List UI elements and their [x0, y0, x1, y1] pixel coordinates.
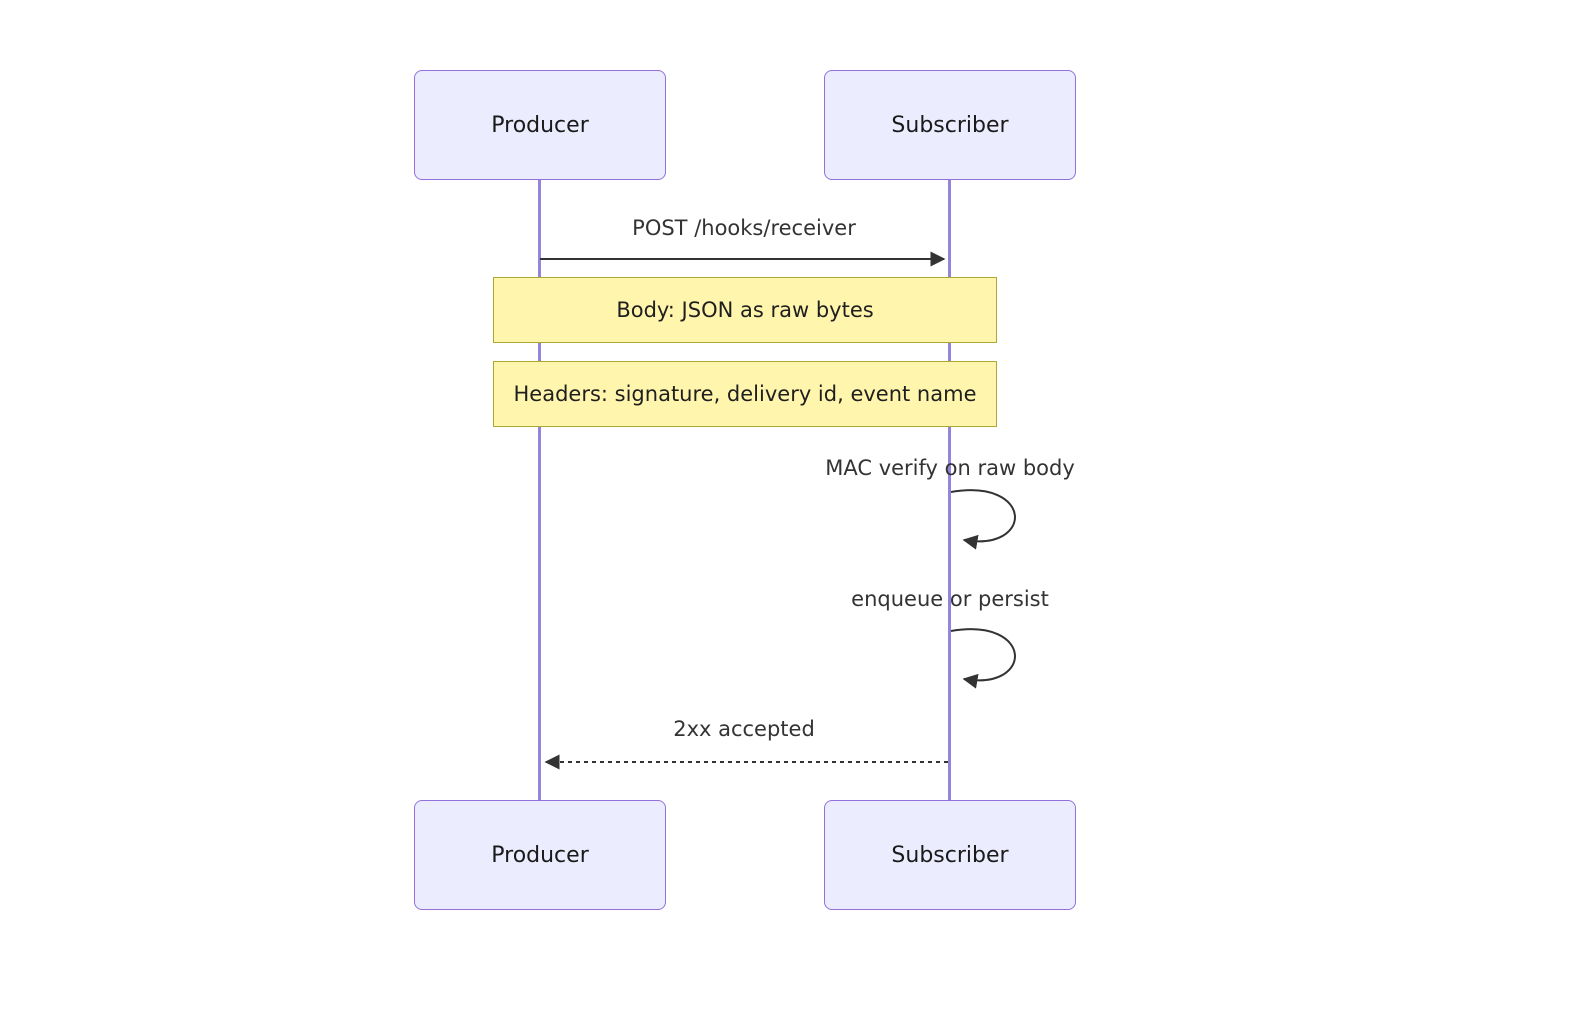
actor-label: Subscriber	[891, 112, 1009, 138]
actor-box-producer-bottom: Producer	[414, 800, 666, 910]
note-text: Body: JSON as raw bytes	[616, 298, 874, 322]
message-label-post: POST /hooks/receiver	[632, 216, 856, 240]
note-body-raw-bytes: Body: JSON as raw bytes	[493, 277, 997, 343]
self-loop-arrow-mac-verify	[950, 489, 1016, 550]
actor-label: Subscriber	[891, 842, 1009, 868]
lifeline-subscriber	[948, 180, 951, 800]
note-headers: Headers: signature, delivery id, event n…	[493, 361, 997, 427]
self-loop-arrow-enqueue	[950, 628, 1016, 689]
self-message-label-mac-verify: MAC verify on raw body	[825, 456, 1075, 480]
actor-box-subscriber-bottom: Subscriber	[824, 800, 1076, 910]
note-text: Headers: signature, delivery id, event n…	[513, 382, 977, 406]
actor-label: Producer	[491, 112, 589, 138]
lifeline-producer	[538, 180, 541, 800]
actor-box-producer-top: Producer	[414, 70, 666, 180]
self-message-label-enqueue: enqueue or persist	[851, 587, 1049, 611]
message-label-2xx: 2xx accepted	[673, 717, 815, 741]
actor-label: Producer	[491, 842, 589, 868]
actor-box-subscriber-top: Subscriber	[824, 70, 1076, 180]
